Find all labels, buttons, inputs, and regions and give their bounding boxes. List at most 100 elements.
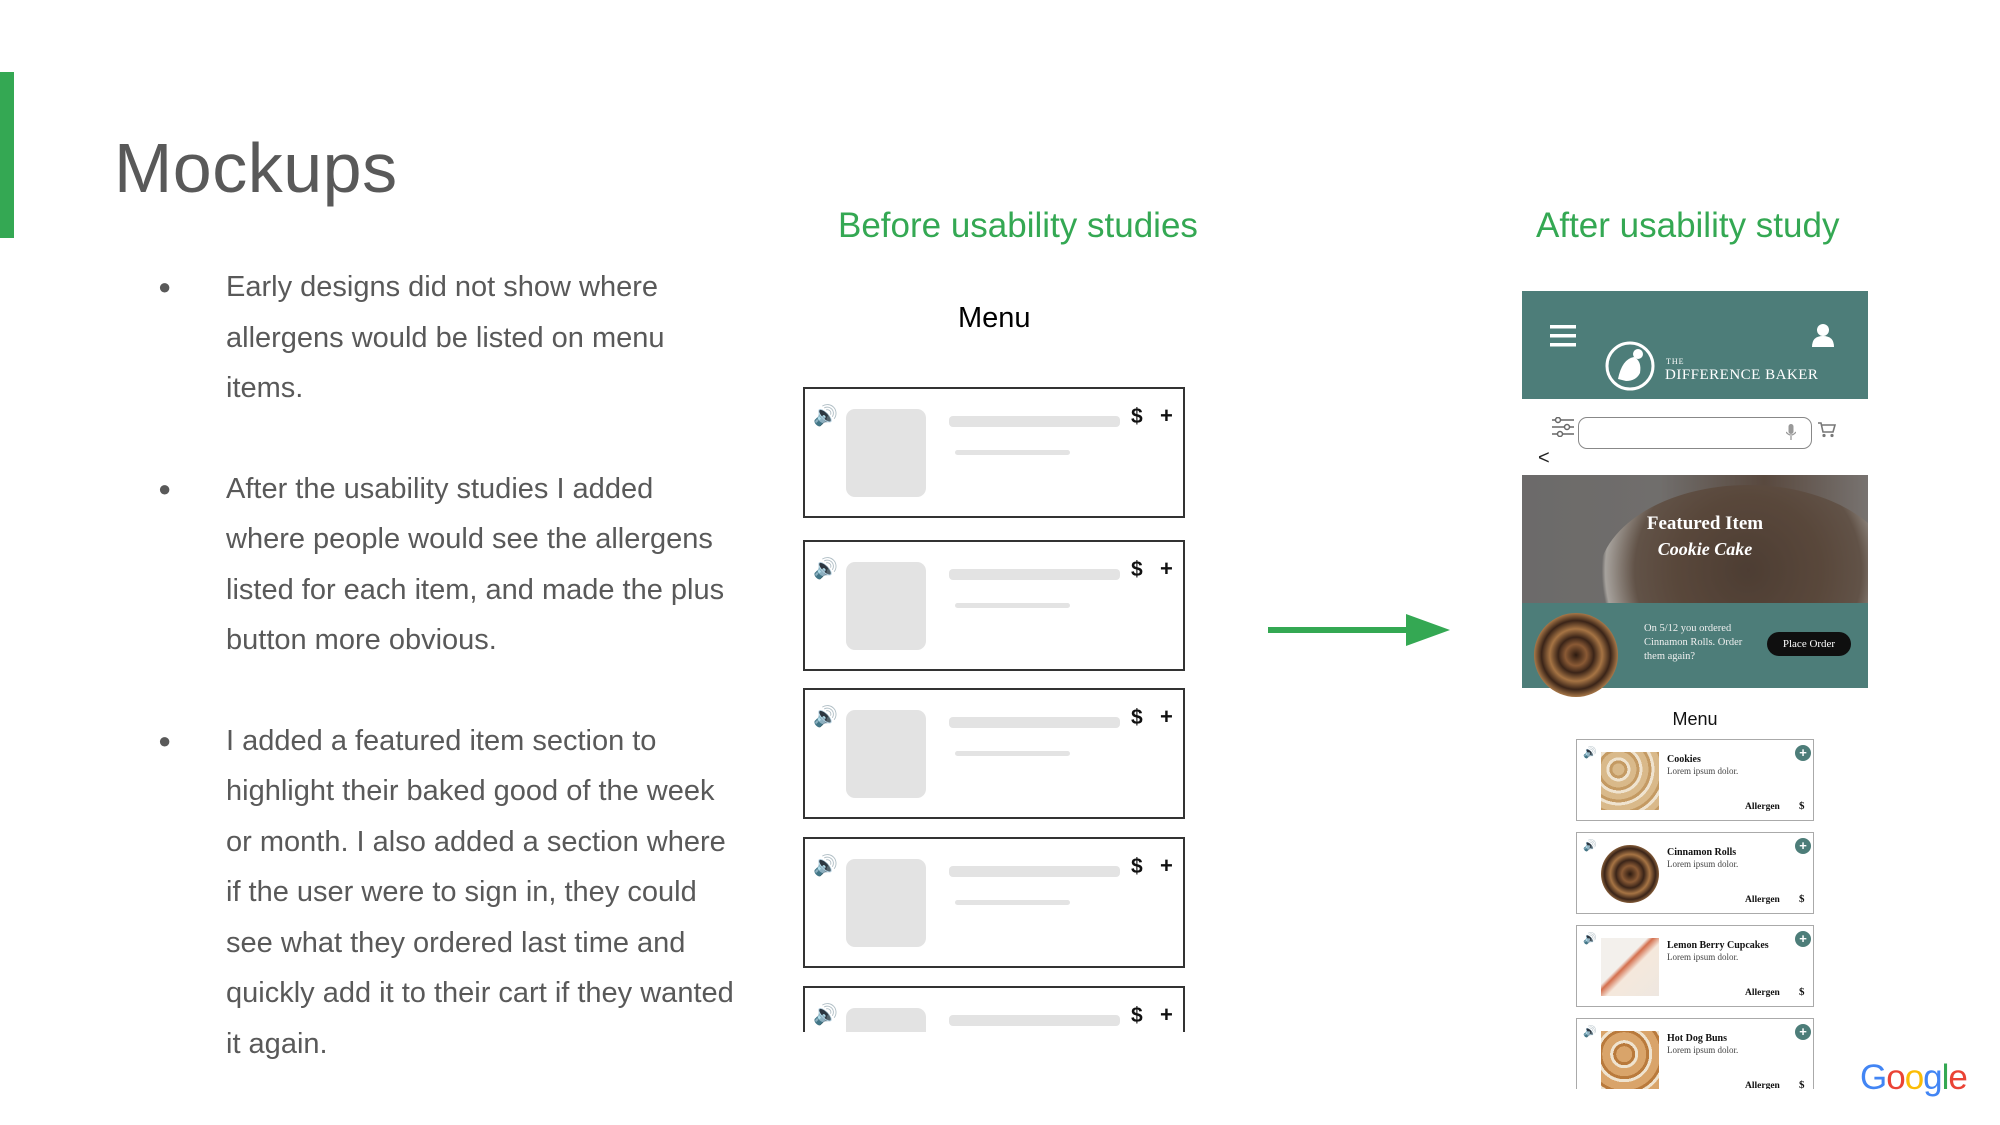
microphone-icon[interactable] — [1786, 424, 1796, 440]
menu-item-card[interactable]: 🔊 Lemon Berry Cupcakes Lorem ipsum dolor… — [1576, 925, 1814, 1007]
bullet-dot: ● — [158, 274, 172, 299]
price-symbol: $ — [1799, 1079, 1805, 1089]
text-placeholder — [949, 866, 1120, 877]
text-placeholder — [949, 416, 1120, 427]
bullet-dot: ● — [158, 475, 172, 501]
cinnamon-roll-image — [1534, 613, 1618, 697]
bullet-item: ● I added a featured item section to hig… — [158, 716, 738, 1070]
image-placeholder — [846, 859, 926, 947]
slide-title: Mockups — [114, 129, 398, 207]
price-symbol: $ — [1799, 800, 1805, 812]
shopping-cart-icon[interactable] — [1818, 422, 1836, 438]
item-image — [1601, 938, 1659, 996]
logo-letter: o — [1886, 1058, 1905, 1097]
wireframe-card: 🔊 $ + — [803, 986, 1185, 1032]
price-symbol: $ — [1131, 706, 1143, 729]
item-description: Lorem ipsum dolor. — [1667, 859, 1739, 869]
search-input[interactable] — [1578, 417, 1812, 449]
add-button[interactable]: + — [1160, 1002, 1173, 1027]
bullet-item: ● After the usability studies I added wh… — [158, 464, 738, 666]
hamburger-menu-icon[interactable] — [1550, 325, 1576, 347]
add-button[interactable]: + — [1160, 853, 1173, 878]
image-placeholder — [846, 409, 926, 497]
item-image — [1601, 1031, 1659, 1089]
add-item-button[interactable]: + — [1795, 931, 1811, 947]
add-button[interactable]: + — [1160, 403, 1173, 428]
text-placeholder — [955, 900, 1070, 905]
bakery-logo-icon — [1605, 341, 1655, 391]
price-symbol: $ — [1799, 893, 1805, 905]
bullet-text: Early designs did not show where allerge… — [226, 271, 665, 404]
after-heading: After usability study — [1536, 206, 1840, 245]
speaker-icon: 🔊 — [813, 855, 838, 877]
image-placeholder — [846, 1008, 926, 1032]
place-order-button[interactable]: Place Order — [1767, 632, 1851, 656]
back-chevron-icon[interactable]: < — [1538, 447, 1550, 469]
item-description: Lorem ipsum dolor. — [1667, 766, 1739, 776]
brand-prefix: THE — [1666, 357, 1685, 366]
item-image — [1601, 845, 1659, 903]
speaker-icon[interactable]: 🔊 — [1583, 1026, 1597, 1038]
menu-item-card[interactable]: 🔊 Hot Dog Buns Lorem ipsum dolor. + Alle… — [1576, 1018, 1814, 1089]
wireframe-card: 🔊 $ + — [803, 387, 1185, 518]
text-placeholder — [949, 1015, 1120, 1026]
logo-letter: e — [1948, 1058, 1967, 1097]
wireframe-card: 🔊 $ + — [803, 540, 1185, 671]
speaker-icon: 🔊 — [813, 558, 838, 580]
speaker-icon: 🔊 — [813, 1004, 838, 1026]
price-symbol: $ — [1799, 986, 1805, 998]
add-item-button[interactable]: + — [1795, 1024, 1811, 1040]
wireframe-card: 🔊 $ + — [803, 837, 1185, 968]
allergen-label[interactable]: Allergen — [1745, 895, 1780, 905]
google-logo: Google — [1860, 1058, 1968, 1098]
bullet-text: After the usability studies I added wher… — [226, 472, 725, 657]
before-heading: Before usability studies — [838, 206, 1198, 245]
add-item-button[interactable]: + — [1795, 745, 1811, 761]
item-description: Lorem ipsum dolor. — [1667, 952, 1739, 962]
app-header — [1522, 291, 1868, 399]
speaker-icon[interactable]: 🔊 — [1583, 840, 1597, 852]
text-placeholder — [949, 569, 1120, 580]
text-placeholder — [955, 751, 1070, 756]
bullet-text: I added a featured item section to highl… — [226, 724, 734, 1060]
bullet-dot: ● — [158, 727, 172, 753]
filter-sliders-icon[interactable] — [1552, 417, 1574, 437]
menu-item-card[interactable]: 🔊 Cookies Lorem ipsum dolor. + Allergen … — [1576, 739, 1814, 821]
text-placeholder — [955, 450, 1070, 455]
right-arrow-icon — [1268, 614, 1450, 646]
phone-mockup: THE DIFFERENCE BAKER < Featured Item Coo… — [1522, 291, 1868, 1089]
item-name: Hot Dog Buns — [1667, 1033, 1728, 1044]
reorder-text: On 5/12 you ordered Cinnamon Rolls. Orde… — [1644, 623, 1743, 662]
image-placeholder — [846, 710, 926, 798]
speaker-icon[interactable]: 🔊 — [1583, 747, 1597, 759]
featured-item-name: Cookie Cake — [1657, 539, 1753, 559]
logo-letter: l — [1941, 1058, 1950, 1097]
add-button[interactable]: + — [1160, 556, 1173, 581]
menu-item-card[interactable]: 🔊 Cinnamon Rolls Lorem ipsum dolor. + Al… — [1576, 832, 1814, 914]
menu-title: Menu — [1672, 709, 1718, 729]
bullet-item: ● Early designs did not show where aller… — [158, 262, 738, 414]
wireframe-card: 🔊 $ + — [803, 688, 1185, 819]
accent-bar — [0, 72, 14, 238]
item-name: Cinnamon Rolls — [1667, 847, 1737, 858]
text-placeholder — [949, 717, 1120, 728]
logo-letter: g — [1923, 1058, 1942, 1097]
price-symbol: $ — [1131, 855, 1143, 878]
user-account-icon[interactable] — [1812, 323, 1834, 347]
allergen-label[interactable]: Allergen — [1745, 1081, 1780, 1089]
wireframe-menu-list: 🔊 $ + 🔊 $ + 🔊 $ + 🔊 $ + 🔊 $ + — [803, 387, 1185, 1032]
image-placeholder — [846, 562, 926, 650]
item-name: Cookies — [1667, 754, 1701, 765]
allergen-label[interactable]: Allergen — [1745, 988, 1780, 998]
allergen-label[interactable]: Allergen — [1745, 802, 1780, 812]
logo-letter: o — [1904, 1058, 1924, 1097]
wireframe-menu-title: Menu — [958, 302, 1031, 334]
add-button[interactable]: + — [1160, 704, 1173, 729]
add-item-button[interactable]: + — [1795, 838, 1811, 854]
price-symbol: $ — [1131, 1004, 1143, 1027]
item-description: Lorem ipsum dolor. — [1667, 1045, 1739, 1055]
text-placeholder — [955, 603, 1070, 608]
featured-overlay — [1522, 475, 1868, 603]
speaker-icon: 🔊 — [813, 706, 838, 728]
speaker-icon[interactable]: 🔊 — [1583, 933, 1597, 945]
